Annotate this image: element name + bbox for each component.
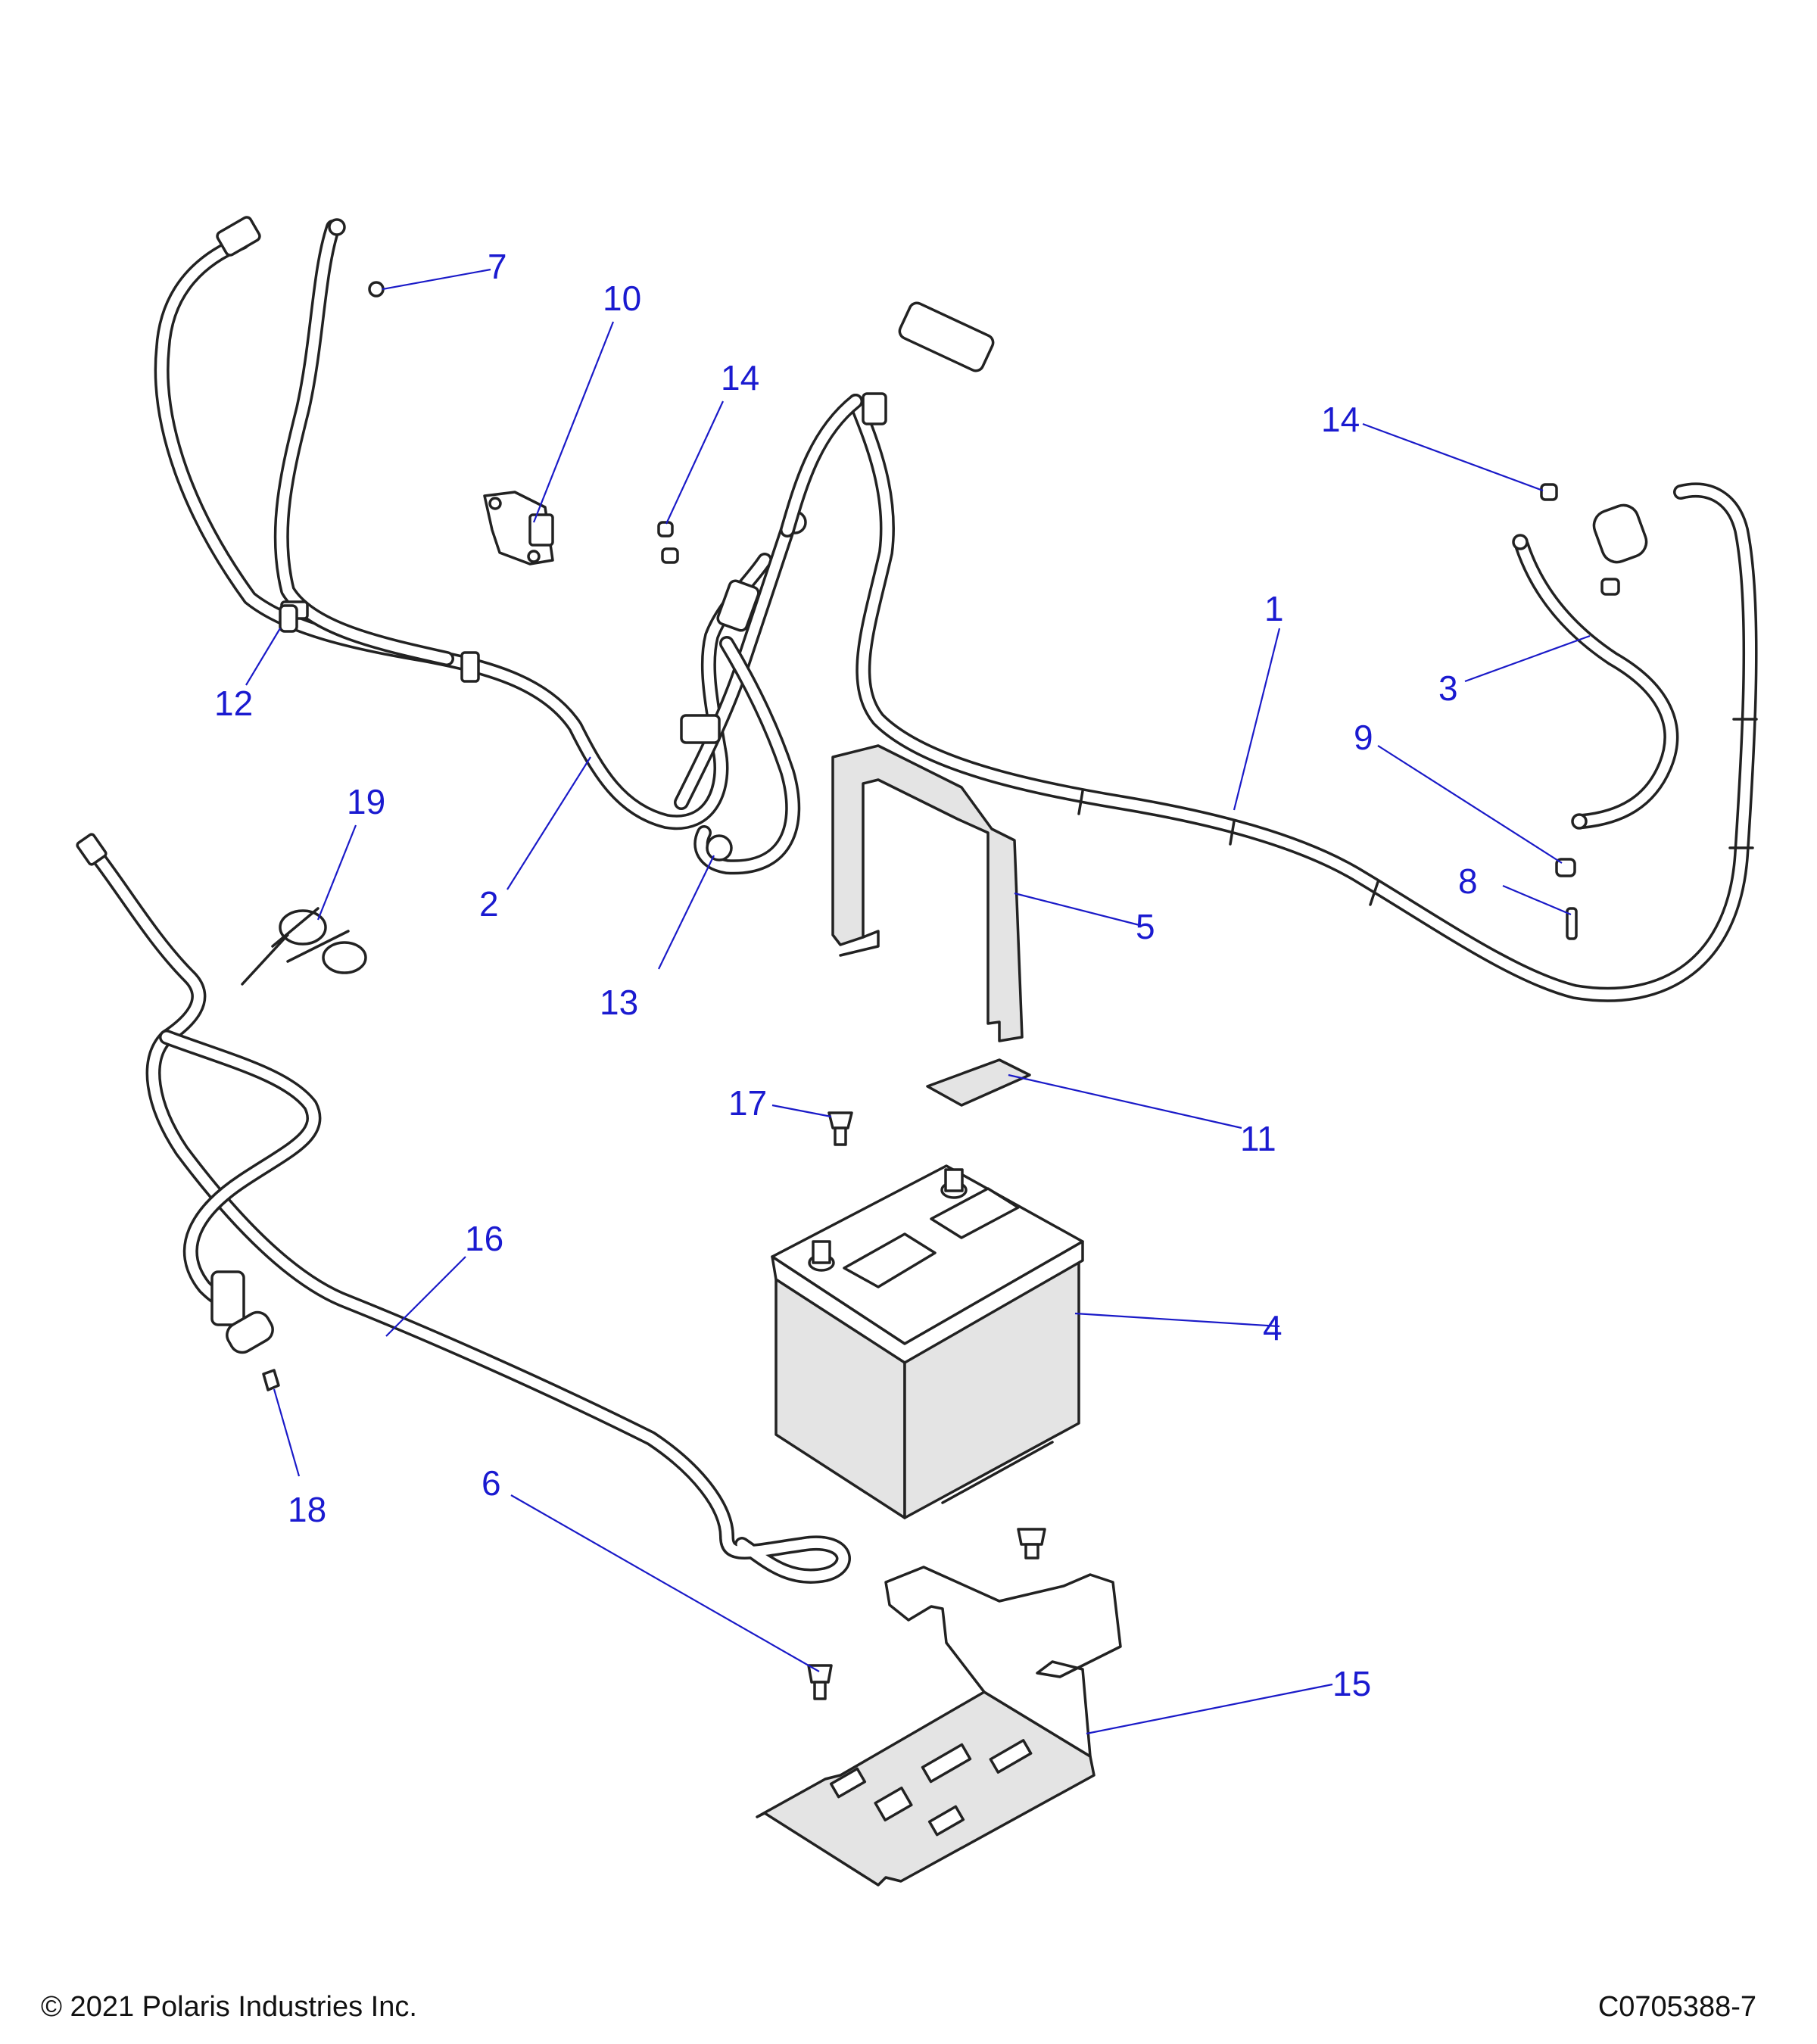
part-11-pad <box>926 1058 1031 1107</box>
callout-17: 17 <box>728 1083 767 1123</box>
callout-2: 2 <box>479 884 499 924</box>
callout-4: 4 <box>1263 1308 1282 1348</box>
callout-5: 5 <box>1136 907 1155 946</box>
callout-18: 18 <box>288 1490 326 1529</box>
part-18-plug <box>262 1369 280 1391</box>
callout-6: 6 <box>482 1463 501 1503</box>
part-5-strap <box>831 744 1024 1042</box>
callout-13: 13 <box>600 983 638 1022</box>
callout-11: 11 <box>1240 1119 1276 1158</box>
callout-10: 10 <box>603 279 641 318</box>
part-3-cable <box>1512 534 1679 830</box>
part-13-fastener <box>706 834 733 862</box>
part-19-cable-tie <box>241 907 367 986</box>
callout-16: 16 <box>465 1219 503 1258</box>
part-15-tray <box>756 1566 1122 1887</box>
part-10-bracket <box>483 491 554 566</box>
callout-15: 15 <box>1332 1664 1371 1703</box>
callout-3: 3 <box>1438 668 1458 708</box>
part-16-cable <box>76 833 851 1584</box>
callout-9: 9 <box>1354 718 1373 757</box>
part-8-stud <box>1566 907 1578 940</box>
callout-19: 19 <box>347 782 385 821</box>
part-14-nut-left <box>657 521 674 537</box>
callout-8: 8 <box>1458 862 1478 901</box>
drawing-number: C0705388-7 <box>1597 1991 1756 2023</box>
callout-12: 12 <box>214 684 253 723</box>
copyright-notice: © 2021 Polaris Industries Inc. <box>41 1991 417 2023</box>
part-4-battery <box>771 1164 1084 1519</box>
callout-7: 7 <box>488 247 507 286</box>
callout-14-right: 14 <box>1321 400 1360 439</box>
callout-14-left: 14 <box>721 358 759 397</box>
part-2-harness <box>154 216 807 875</box>
part-1-cable <box>780 301 1758 1002</box>
callout-labels: 1 2 3 4 5 6 7 8 9 10 11 12 13 14 14 15 1… <box>214 247 1478 1703</box>
leader-lines <box>245 268 1591 1735</box>
callout-1: 1 <box>1264 589 1284 628</box>
part-7-nut <box>368 281 385 298</box>
hardware-parts <box>262 281 1620 1700</box>
part-12-clip <box>279 604 298 633</box>
part-17-bolt <box>827 1111 853 1129</box>
part-14-nut-right <box>1540 483 1558 501</box>
